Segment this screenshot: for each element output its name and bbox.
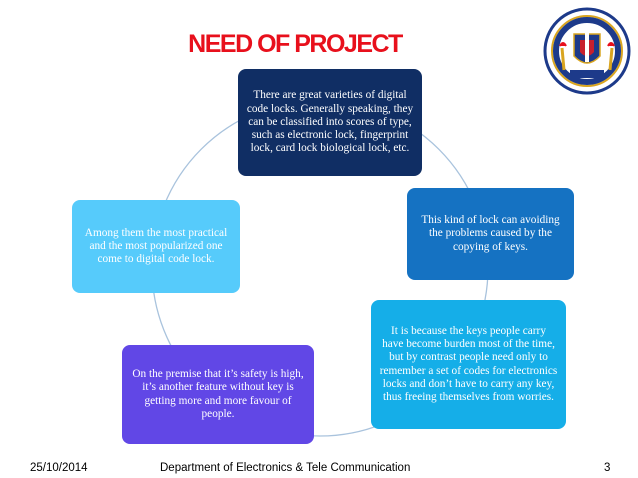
cycle-item-1-text: There are great varieties of digital cod…: [246, 89, 414, 155]
footer-date: 25/10/2014: [30, 462, 88, 474]
cycle-item-1: There are great varieties of digital cod…: [238, 69, 422, 176]
slide-title: NEED OF PROJECT: [188, 30, 403, 58]
cycle-item-4-text: On the premise that it’s safety is high,…: [132, 367, 304, 420]
cycle-item-2: This kind of lock can avoiding the probl…: [407, 188, 574, 280]
institute-crest-icon: [543, 7, 631, 95]
cycle-item-3-text: It is because the keys people carry have…: [379, 324, 558, 404]
cycle-item-5-text: Among them the most practical and the mo…: [84, 226, 228, 266]
cycle-item-2-text: This kind of lock can avoiding the probl…: [421, 214, 560, 253]
page-number: 3: [604, 462, 611, 474]
footer-department: Department of Electronics & Tele Communi…: [160, 462, 411, 474]
cycle-item-3: It is because the keys people carry have…: [371, 300, 566, 429]
cycle-item-4: On the premise that it’s safety is high,…: [122, 345, 314, 444]
cycle-item-5: Among them the most practical and the mo…: [72, 200, 240, 293]
